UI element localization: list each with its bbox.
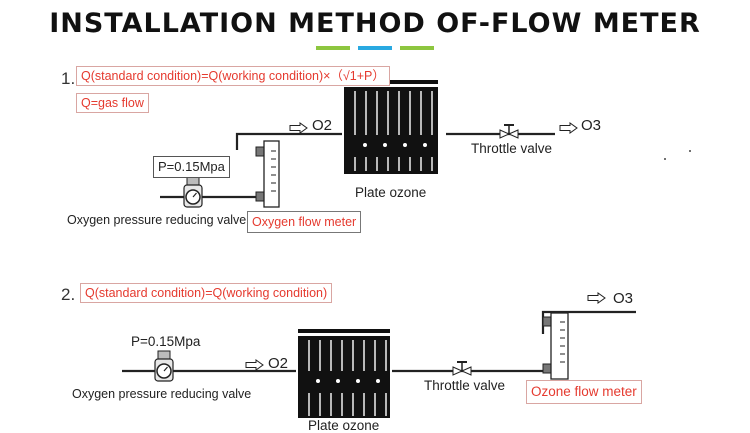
accent-dash-blue [358, 46, 392, 50]
pressure-label-1: P=0.15Mpa [153, 156, 230, 178]
pressure-gauge-1-icon [183, 176, 203, 208]
gas-flow-definition: Q=gas flow [76, 93, 149, 113]
flow-arrow-o2-2 [245, 359, 264, 371]
oxygen-flow-meter-icon [255, 140, 280, 208]
plate-ozone-generator-2 [298, 329, 390, 418]
method-1-number: 1. [61, 69, 76, 88]
reducing-valve-label-1: Oxygen pressure reducing valve [67, 213, 247, 227]
throttle-valve-2-icon [452, 361, 472, 376]
throttle-valve-label-1: Throttle valve [471, 141, 553, 156]
throttle-valve-label-2: Throttle valve [424, 378, 506, 393]
flow-arrow-o2-1 [289, 122, 308, 134]
flow-arrow-o3-2 [587, 292, 606, 304]
flow-arrow-o3-1 [559, 122, 578, 134]
accent-dash-green-left [316, 46, 350, 50]
pressure-gauge-2-icon [154, 350, 174, 382]
plate-ozone-generator-1 [344, 80, 438, 174]
o2-label-1: O2 [312, 117, 333, 134]
accent-dash-green-right [400, 46, 434, 50]
reducing-valve-label-2: Oxygen pressure reducing valve [72, 387, 252, 401]
o2-label-2: O2 [268, 355, 289, 372]
ozone-flow-meter-label: Ozone flow meter [526, 380, 642, 404]
o3-label-2: O3 [613, 290, 634, 307]
plate-ozone-label-1: Plate ozone [355, 185, 427, 200]
method-2-number: 2. [61, 285, 76, 304]
oxygen-flow-meter-label: Oxygen flow meter [247, 211, 362, 233]
formula-method-2: Q(standard condition)=Q(working conditio… [80, 283, 333, 303]
page-title: INSTALLATION METHOD OF-FLOW METER [49, 8, 701, 39]
throttle-valve-1-icon [499, 124, 519, 139]
o3-label-1: O3 [581, 117, 602, 134]
pressure-label-2: P=0.15Mpa [131, 334, 201, 349]
plate-ozone-label-2: Plate ozone [308, 418, 380, 433]
formula-method-1: Q(standard condition)=Q(working conditio… [76, 66, 390, 86]
ozone-flow-meter-icon [542, 312, 569, 380]
